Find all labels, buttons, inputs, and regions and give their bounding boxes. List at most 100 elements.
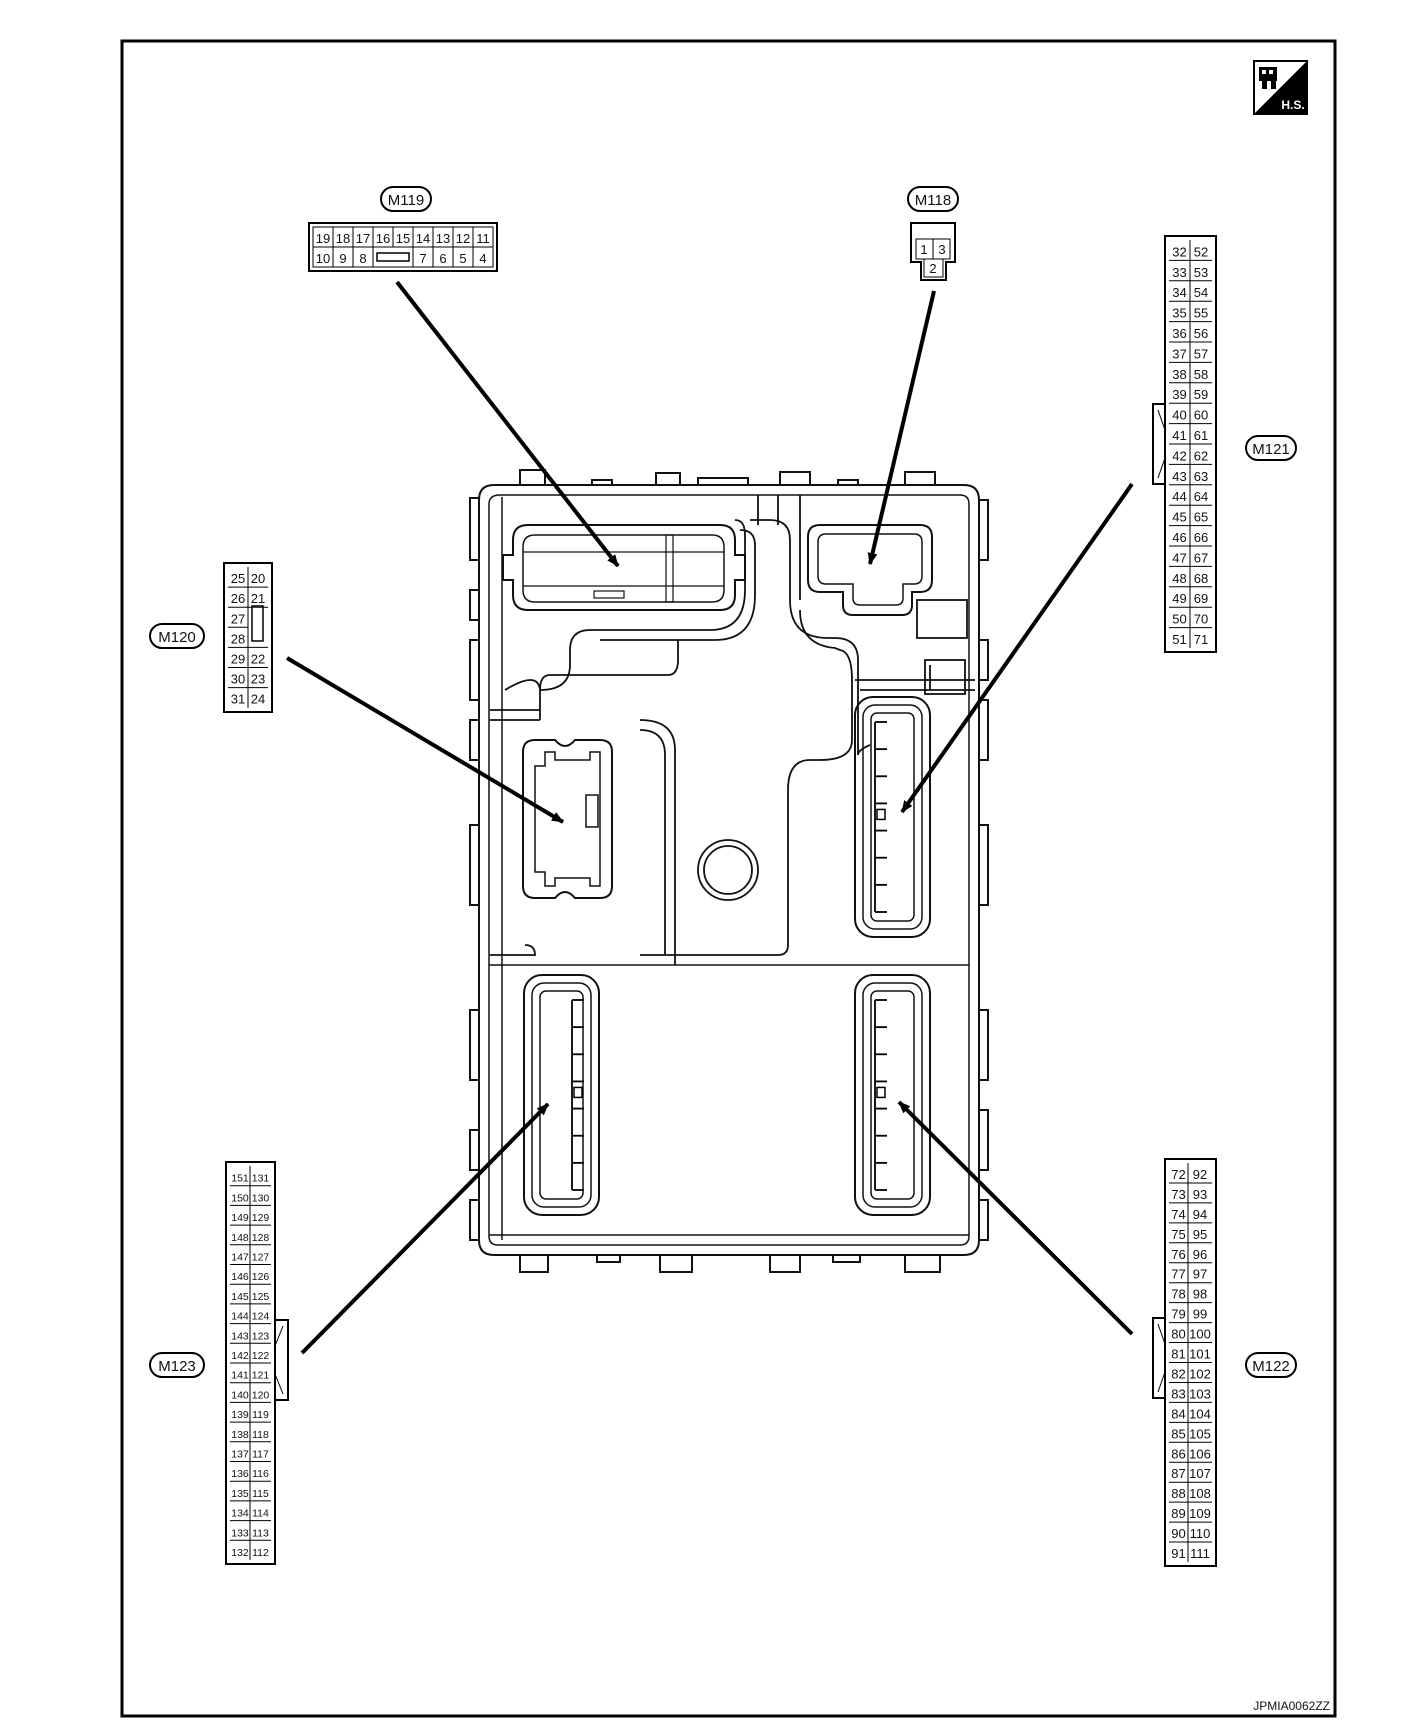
- pin-m122-right-6: 98: [1193, 1287, 1207, 1302]
- pin-m121-right-9: 61: [1194, 428, 1208, 443]
- pin-m121-right-18: 70: [1194, 612, 1208, 627]
- pin-m121-right-3: 55: [1194, 306, 1208, 321]
- pin-m123-right-19: 112: [252, 1547, 269, 1559]
- pin-m122-right-16: 108: [1189, 1486, 1211, 1501]
- pin-m123-right-1: 130: [252, 1192, 270, 1204]
- connector-label-m119: M119: [388, 192, 424, 209]
- pin-m122-right-18: 110: [1190, 1526, 1211, 1541]
- pin-m123-left-4: 147: [231, 1252, 249, 1264]
- pin-m122-left-2: 74: [1171, 1207, 1185, 1222]
- pin-m123-right-7: 124: [252, 1311, 270, 1323]
- pin-m122-left-1: 73: [1171, 1187, 1185, 1202]
- pin-m119-b6: 5: [459, 251, 466, 266]
- pin-m121-right-2: 54: [1194, 285, 1208, 300]
- pin-m121-left-0: 32: [1172, 244, 1186, 259]
- pin-m123-left-5: 146: [231, 1271, 249, 1283]
- pin-m122-left-13: 85: [1171, 1426, 1185, 1441]
- connector-label-m120: M120: [158, 629, 196, 646]
- pin-m123-right-9: 122: [252, 1350, 270, 1362]
- pin-m121-left-15: 47: [1172, 550, 1186, 565]
- pin-m123-right-2: 129: [252, 1212, 270, 1224]
- internal-tracks: [490, 495, 975, 965]
- pin-m121-right-19: 71: [1194, 632, 1208, 647]
- pin-m121-right-4: 56: [1194, 326, 1208, 341]
- pin-m119-b1: 9: [339, 251, 346, 266]
- pin-m121-left-19: 51: [1172, 632, 1186, 647]
- pin-m123-left-6: 145: [231, 1291, 249, 1303]
- pin-m122-left-8: 80: [1171, 1327, 1185, 1342]
- pin-m121-left-16: 48: [1172, 571, 1186, 586]
- pin-m123-right-4: 127: [252, 1252, 270, 1264]
- pin-m123-left-13: 138: [231, 1429, 249, 1441]
- pin-m121-right-12: 64: [1194, 489, 1208, 504]
- control-unit-body: [469, 469, 989, 1273]
- pin-m121-left-4: 36: [1172, 326, 1186, 341]
- pin-m122-left-4: 76: [1171, 1247, 1185, 1262]
- pin-m122-left-17: 89: [1171, 1506, 1185, 1521]
- pin-m122-left-16: 88: [1171, 1486, 1185, 1501]
- keyway-m119: [376, 252, 410, 262]
- arrow-m121: [900, 482, 1134, 814]
- pin-m121-left-11: 43: [1172, 469, 1186, 484]
- pin-m122-left-18: 90: [1171, 1526, 1185, 1541]
- pin-m121-right-11: 63: [1194, 469, 1208, 484]
- harness-connector-icon: [1259, 67, 1277, 89]
- pin-m123-left-10: 141: [231, 1370, 249, 1382]
- pin-m121-left-5: 37: [1172, 346, 1186, 361]
- figure-id: JPMIA0062ZZ: [1253, 1699, 1330, 1713]
- pin-m122-left-10: 82: [1171, 1366, 1185, 1381]
- pin-m121-left-3: 35: [1172, 306, 1186, 321]
- pin-m123-right-18: 113: [252, 1527, 269, 1539]
- pin-m121-left-17: 49: [1172, 591, 1186, 606]
- pin-m122-left-7: 79: [1171, 1307, 1185, 1322]
- pin-m119-b7: 4: [479, 251, 486, 266]
- pin-m122-right-10: 102: [1189, 1366, 1211, 1381]
- receptacle-m123: [523, 974, 600, 1216]
- pin-m119-b2: 8: [359, 251, 366, 266]
- pin-m122-left-5: 77: [1171, 1267, 1185, 1282]
- pin-m122-left-0: 72: [1171, 1167, 1185, 1182]
- pin-m120-right-1: 21: [251, 591, 265, 606]
- pin-m123-left-18: 133: [231, 1527, 249, 1539]
- pin-m122-right-19: 111: [1190, 1546, 1210, 1561]
- pin-m120-right-6: 24: [251, 692, 265, 707]
- pin-m121-right-6: 58: [1194, 367, 1208, 382]
- receptacle-m120: [522, 739, 613, 899]
- connector-label-m118: M118: [915, 192, 951, 209]
- pin-m120-right-5: 23: [251, 672, 265, 687]
- pin-m121-left-10: 42: [1172, 448, 1186, 463]
- pin-m123-right-8: 123: [252, 1330, 270, 1342]
- pin-m118-3: 3: [938, 242, 945, 257]
- pin-m119-6: 13: [436, 231, 450, 246]
- pin-m120-left-1: 26: [231, 591, 245, 606]
- pin-m119-5: 14: [416, 231, 430, 246]
- pin-m122-left-14: 86: [1171, 1446, 1185, 1461]
- pin-m123-left-11: 140: [231, 1389, 249, 1401]
- pin-m122-right-7: 99: [1193, 1307, 1207, 1322]
- pin-m123-left-3: 148: [231, 1232, 249, 1244]
- pin-m122-right-9: 101: [1189, 1347, 1211, 1362]
- pin-m122-right-13: 105: [1189, 1426, 1211, 1441]
- pin-m120-left-4: 29: [231, 652, 245, 667]
- pin-m121-left-7: 39: [1172, 387, 1186, 402]
- pin-m122-left-9: 81: [1171, 1347, 1185, 1362]
- pin-m122-right-2: 94: [1193, 1207, 1207, 1222]
- pin-m121-right-5: 57: [1194, 346, 1208, 361]
- pin-m121-right-1: 53: [1194, 265, 1208, 280]
- pin-m119-b5: 6: [439, 251, 446, 266]
- pin-m123-left-1: 150: [231, 1192, 249, 1204]
- arrow-m118: [867, 290, 936, 565]
- pin-m123-left-2: 149: [231, 1212, 249, 1224]
- pin-m121-right-15: 67: [1194, 550, 1208, 565]
- pin-m121-left-13: 45: [1172, 510, 1186, 525]
- pin-m121-left-12: 44: [1172, 489, 1186, 504]
- pin-m121-left-2: 34: [1172, 285, 1186, 300]
- hs-badge-text: H.S.: [1281, 98, 1304, 112]
- pin-m122-right-5: 97: [1193, 1267, 1207, 1282]
- pin-m123-left-0: 151: [231, 1173, 249, 1185]
- pin-m119-1: 18: [336, 231, 350, 246]
- pin-m122-right-8: 100: [1189, 1327, 1211, 1342]
- pin-m122-right-1: 93: [1193, 1187, 1207, 1202]
